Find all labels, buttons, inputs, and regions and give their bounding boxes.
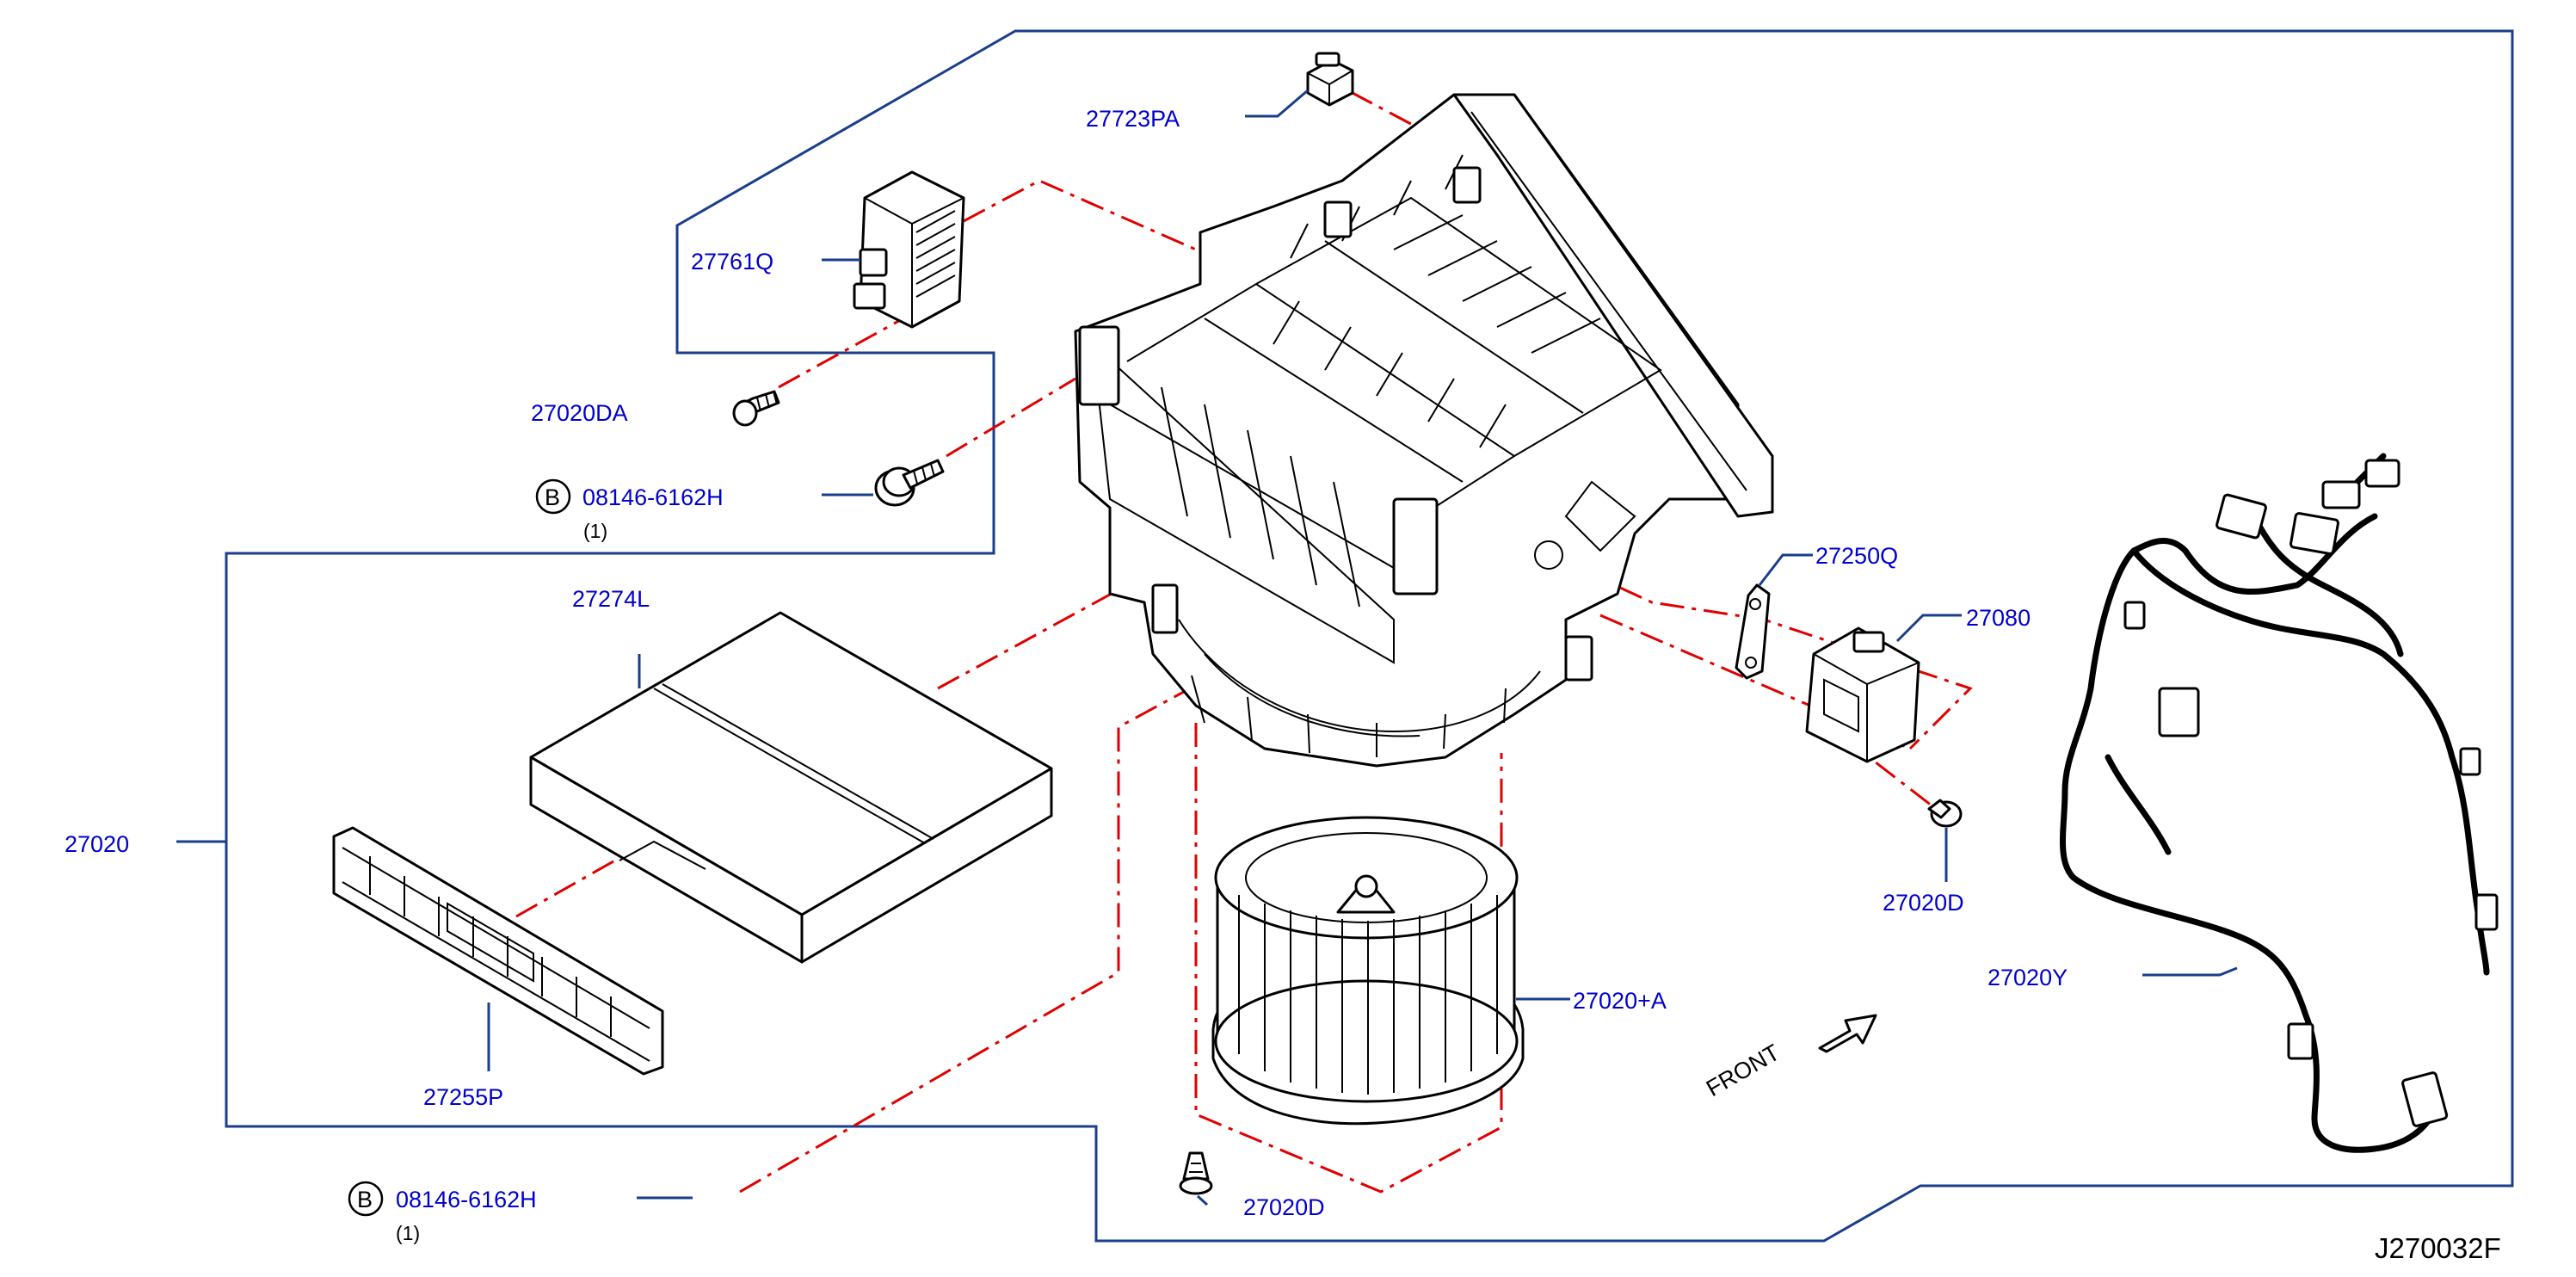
label-08146-6162H-top: 08146-6162H [582,484,724,510]
qty-08146-6162H-bottom: (1) [396,1222,420,1244]
label-27020DA: 27020DA [531,400,628,426]
part-27020DA [732,390,780,427]
leader-lines [176,89,2238,1206]
assembly-frame-27020 [225,29,2514,1243]
label-27255P: 27255P [423,1084,503,1110]
label-27274L: 27274L [572,586,650,612]
part-27723PA [1306,52,1354,107]
label-27761Q: 27761Q [691,249,773,275]
part-08146-6162H-top [874,459,945,507]
centerline-27761Q-top [963,179,1197,251]
centerline-27761Q-screw [778,317,904,389]
bolt-mark-bottom: B [357,1187,373,1212]
centerline-bolt-bottom [739,669,1223,1194]
outer-frame-line [225,29,2514,1243]
blower-housing-27020 [1074,93,1774,768]
circled-b-icon: B [535,478,571,515]
part-27761Q [853,170,965,329]
label-27020A: 27020+A [1573,988,1667,1014]
label-08146-6162H-bottom: 08146-6162H [396,1187,537,1212]
part-27020Y [2060,453,2499,1153]
label-27020: 27020 [65,831,129,857]
label-27020D-bottom: 27020D [1243,1194,1325,1220]
part-labels: 27723PA 27761Q 27020DA B 08146-6162H (1)… [65,106,2068,1244]
figure-code: J270032F [2375,1232,2501,1264]
front-arrow-icon [1818,1014,1877,1053]
label-27080: 27080 [1966,605,2031,631]
part-27080 [1805,626,1920,763]
qty-08146-6162H-top: (1) [583,520,607,542]
part-27020A [1211,816,1525,1126]
label-27723PA: 27723PA [1086,106,1180,132]
part-27020D-bottom [1179,1151,1213,1195]
part-27274L [529,611,1053,964]
centerline-bolt-top [946,377,1076,458]
front-label: FRONT [1702,1039,1784,1101]
bolt-mark-top: B [545,484,560,510]
part-27020D-right [1927,799,1963,828]
circled-b-icon: B [348,1181,384,1217]
label-27250Q: 27250Q [1815,543,1898,569]
centerline-27723PA [1350,90,1438,139]
part-27250Q [1735,583,1771,680]
label-27020Y: 27020Y [1987,965,2068,990]
part-27255P [332,826,664,1076]
label-27020D-right: 27020D [1883,890,1964,916]
front-indicator: FRONT [1702,1014,1877,1101]
